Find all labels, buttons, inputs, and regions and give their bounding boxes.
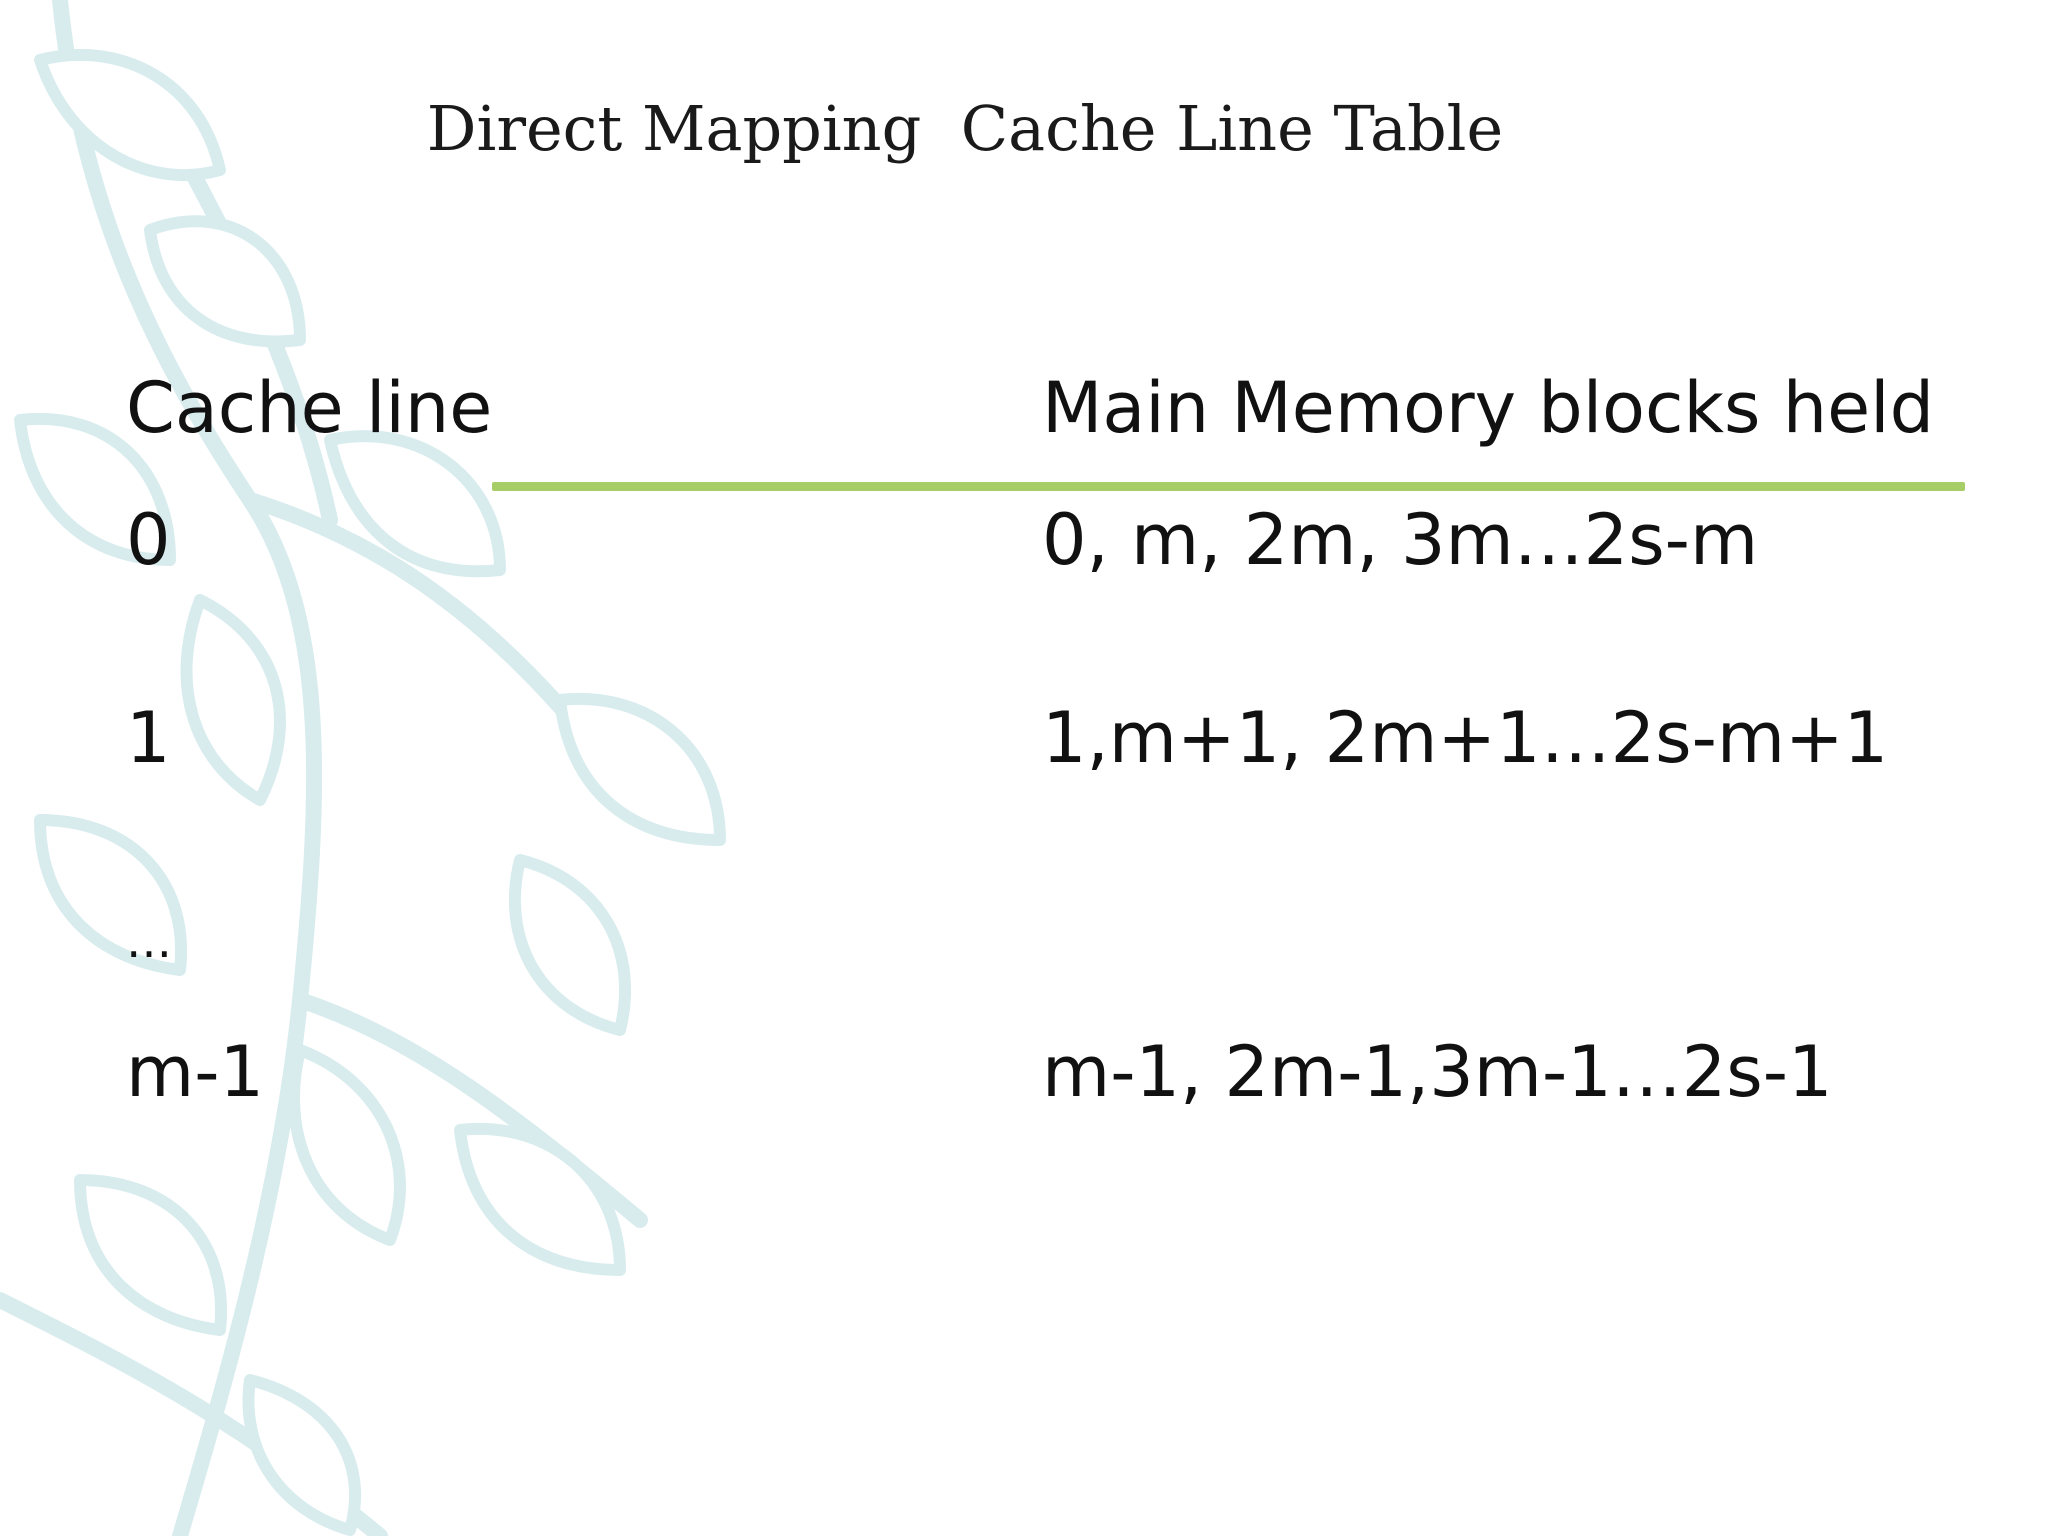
slide-title: Direct Mapping Cache Line Table bbox=[426, 92, 1504, 165]
row-last-memory-blocks: m-1, 2m-1,3m-1…2s-1 bbox=[1042, 1031, 1833, 1113]
header-cache-line: Cache line bbox=[126, 367, 493, 449]
header-memory-blocks: Main Memory blocks held bbox=[1042, 367, 1935, 449]
row-last-cache-line: m-1 bbox=[126, 1031, 264, 1113]
row-1-cache-line: 1 bbox=[126, 697, 171, 779]
row-0-cache-line: 0 bbox=[126, 499, 171, 581]
row-1-memory-blocks: 1,m+1, 2m+1…2s-m+1 bbox=[1042, 697, 1889, 779]
leaf-vine-decoration bbox=[0, 0, 726, 1536]
row-ellipsis-cache-line: … bbox=[126, 914, 172, 968]
header-divider bbox=[492, 482, 1965, 491]
row-0-memory-blocks: 0, m, 2m, 3m…2s-m bbox=[1042, 499, 1759, 581]
